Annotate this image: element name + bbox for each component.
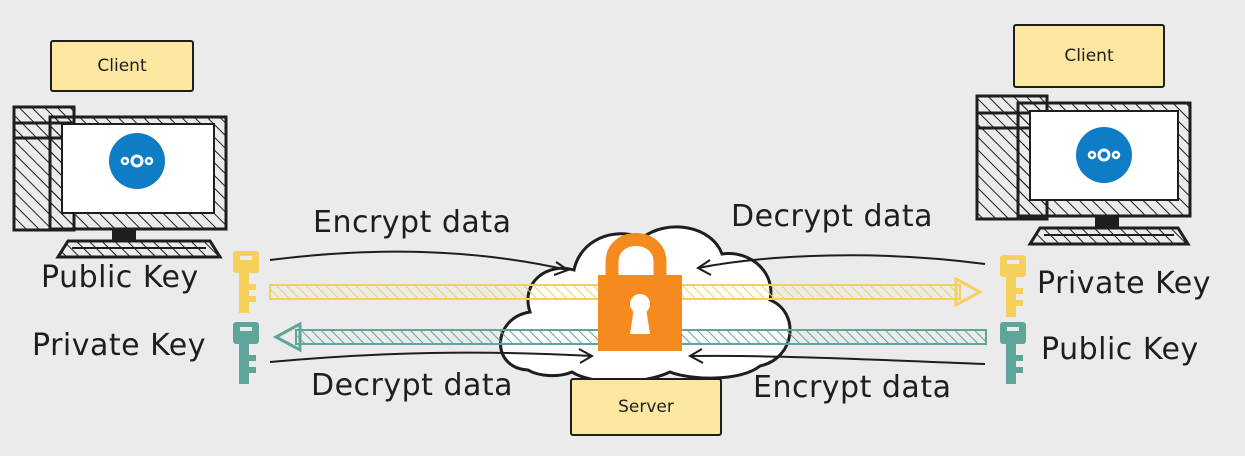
client-right-label: Client [1064, 46, 1114, 66]
private-key-left-label: Private Key [32, 328, 207, 363]
client-left-label: Client [97, 56, 147, 76]
client-left-tag: Client [50, 40, 194, 92]
encrypt-bottom-arrow [689, 354, 986, 365]
encrypt-top-label: Encrypt data [313, 205, 512, 240]
padlock-icon [598, 233, 682, 351]
decrypt-bottom-label: Decrypt data [311, 368, 514, 403]
decrypt-top-label: Decrypt data [731, 199, 934, 234]
left-logo-icon [109, 133, 165, 189]
right-logo-icon [1076, 127, 1132, 183]
right-public-key-icon [1000, 322, 1026, 384]
right-computer-icon [975, 94, 1192, 246]
public-key-right-label: Public Key [1041, 332, 1199, 367]
decrypt-bottom-arrow [269, 351, 593, 363]
encrypt-bottom-label: Encrypt data [753, 370, 952, 405]
public-key-left-label: Public Key [41, 260, 199, 295]
decrypt-top-arrow [697, 254, 986, 269]
server-label: Server [618, 397, 674, 417]
connector-arrows [269, 250, 986, 365]
server-tag: Server [570, 378, 722, 436]
left-public-key-icon [233, 251, 259, 313]
left-computer-icon [12, 105, 228, 259]
client-right-tag: Client [1013, 24, 1165, 88]
encrypt-top-arrow [269, 250, 569, 271]
right-private-key-icon [1000, 255, 1026, 317]
left-private-key-icon [233, 322, 259, 384]
private-key-right-label: Private Key [1037, 266, 1212, 301]
